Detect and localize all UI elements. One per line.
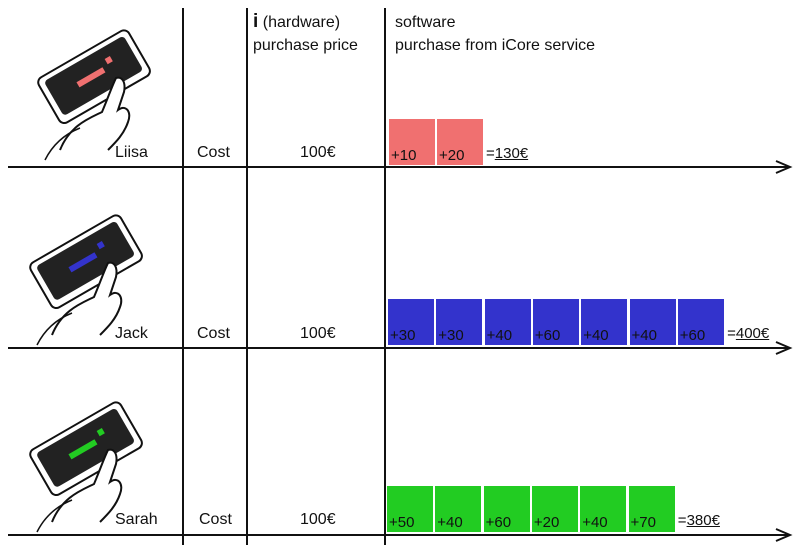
purchase-block: +60: [677, 299, 724, 345]
info-icon: i: [253, 11, 259, 32]
cost-label: Cost: [197, 325, 230, 342]
purchase-block: +60: [483, 486, 530, 532]
hardware-header-line2: purchase price: [253, 37, 358, 54]
total-prefix: =: [486, 145, 495, 162]
row-3-arrow: [8, 528, 793, 542]
purchase-amount: +20: [439, 147, 465, 164]
purchase-amount: +60: [679, 327, 706, 344]
purchase-block: +40: [435, 486, 482, 532]
total-amount: =400€: [727, 325, 769, 343]
hardware-price: 100€: [300, 511, 336, 528]
hardware-header-line1: (hardware): [262, 14, 341, 31]
purchase-amount: +40: [437, 514, 463, 531]
purchase-amount: +40: [583, 327, 609, 344]
purchase-block: +30: [436, 299, 483, 345]
person-name: Sarah: [115, 511, 158, 528]
total-prefix: =: [727, 325, 736, 342]
device-hand-illustration-jack: [29, 214, 143, 346]
purchase-amount: +70: [630, 514, 656, 531]
total-value: 130€: [494, 145, 529, 162]
hardware-price: 100€: [300, 325, 336, 342]
purchase-amount: +50: [389, 514, 415, 531]
purchase-block: +50: [387, 486, 433, 532]
purchase-block: +40: [484, 299, 531, 345]
purchase-amount: +20: [533, 514, 560, 531]
total-amount: =130€: [486, 145, 528, 163]
total-amount: =380€: [678, 512, 720, 530]
purchase-block: +40: [629, 299, 676, 345]
device-hand-illustration-liisa: [37, 29, 151, 161]
hardware-header: i (hardware): [253, 12, 340, 32]
purchase-block: +10: [389, 119, 435, 165]
software-header-line2: purchase from iCore service: [395, 37, 596, 54]
device-hand-illustration-sarah: [29, 401, 143, 533]
purchase-amount: +40: [486, 327, 513, 344]
software-header-line1: software: [395, 14, 456, 31]
cost-label: Cost: [197, 144, 230, 161]
row-1-arrow: [8, 160, 793, 174]
total-prefix: =: [677, 512, 687, 529]
total-value: 380€: [686, 512, 720, 529]
purchase-block: +60: [532, 299, 579, 345]
purchase-block: +30: [388, 299, 434, 345]
purchase-block: +20: [531, 486, 578, 532]
purchase-block: +20: [437, 119, 483, 165]
purchase-amount: +40: [582, 514, 608, 531]
purchase-amount: +30: [438, 327, 464, 344]
purchase-block: +40: [581, 299, 628, 345]
cost-label: Cost: [199, 511, 232, 528]
device-screen-bar: [68, 252, 98, 273]
purchase-amount: +30: [390, 327, 416, 344]
purchase-amount: +40: [631, 327, 657, 344]
purchase-amount: +60: [485, 514, 512, 531]
device-screen-bar: [68, 439, 98, 460]
purchase-block: +40: [580, 486, 627, 532]
device-screen-bar: [76, 67, 106, 88]
row-2-arrow: [8, 341, 793, 355]
purchase-block: +70: [628, 486, 675, 532]
purchase-amount: +10: [391, 147, 417, 164]
total-value: 400€: [735, 325, 770, 342]
person-name: Liisa: [115, 144, 148, 161]
purchase-amount: +60: [534, 327, 561, 344]
hardware-price: 100€: [300, 144, 336, 161]
person-name: Jack: [115, 325, 148, 342]
